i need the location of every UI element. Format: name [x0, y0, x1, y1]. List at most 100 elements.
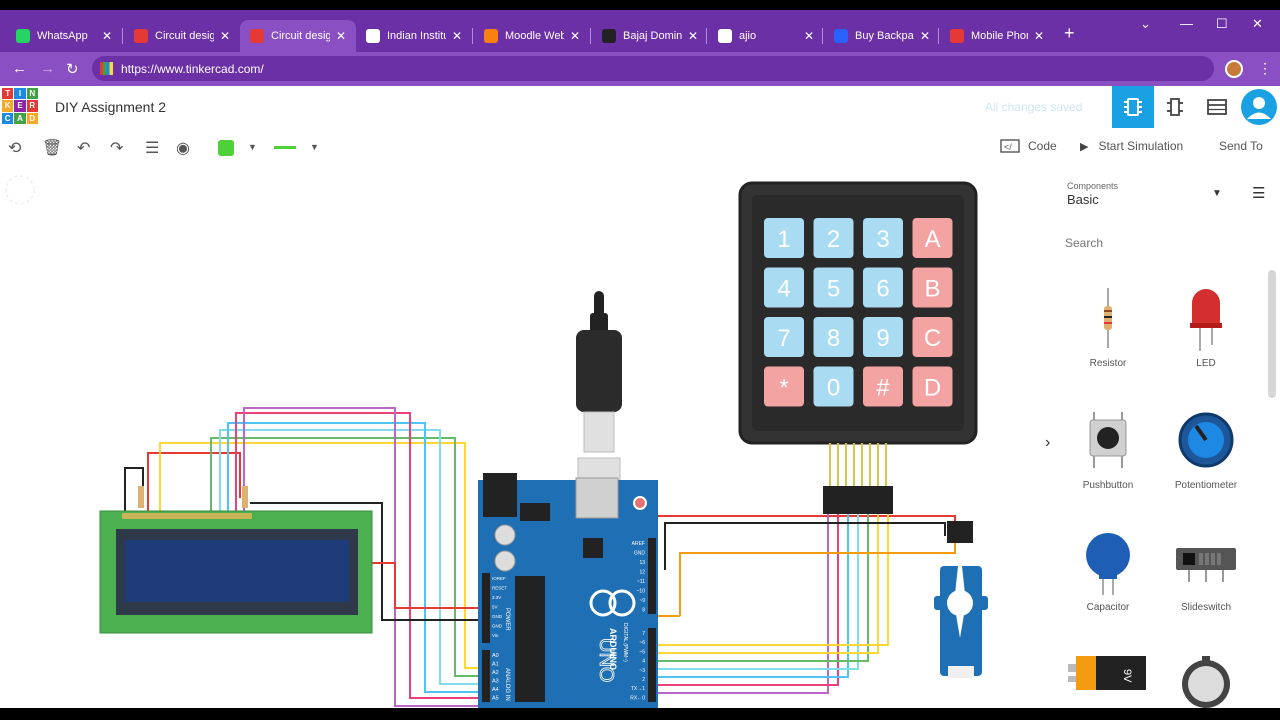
- close-tab-icon[interactable]: ✕: [919, 29, 930, 43]
- pin-label: ~5: [639, 649, 645, 655]
- keypad-key[interactable]: [764, 218, 804, 258]
- lcd-resistor-right: [242, 486, 248, 508]
- fit-view-icon[interactable]: [5, 175, 35, 205]
- close-window-icon[interactable]: ✕: [1252, 16, 1263, 31]
- component-potentiometer[interactable]: Potentiometer: [1158, 400, 1254, 491]
- circuit-view-button[interactable]: [1112, 86, 1154, 128]
- pin-label: ~6: [639, 640, 645, 646]
- close-tab-icon[interactable]: ✕: [1033, 29, 1044, 43]
- start-simulation-button[interactable]: ▶ Start Simulation: [1080, 139, 1183, 153]
- minimize-icon[interactable]: —: [1180, 16, 1193, 31]
- component-search-input[interactable]: [1065, 232, 1255, 254]
- reload-icon[interactable]: ↻: [66, 61, 79, 78]
- back-icon[interactable]: ←: [12, 60, 27, 77]
- keypad-key[interactable]: [764, 317, 804, 357]
- tab-title: WhatsApp: [37, 30, 88, 42]
- close-tab-icon[interactable]: ✕: [451, 29, 462, 43]
- tab-separator: [938, 28, 939, 44]
- panel-scrollbar[interactable]: [1268, 270, 1276, 398]
- pin-label: GND: [634, 551, 646, 557]
- close-tab-icon[interactable]: ✕: [335, 29, 346, 43]
- close-tab-icon[interactable]: ✕: [687, 29, 698, 43]
- tab-search-icon[interactable]: ⌄: [1140, 16, 1151, 31]
- tab-title: ajio: [739, 30, 757, 42]
- forward-icon[interactable]: →: [40, 60, 55, 77]
- component-category-select[interactable]: Basic: [1067, 192, 1099, 207]
- close-tab-icon[interactable]: ✕: [569, 29, 580, 43]
- close-tab-icon[interactable]: ✕: [803, 29, 814, 43]
- undo-icon[interactable]: ↶: [77, 140, 91, 157]
- browser-tab[interactable]: Indian Institut✕: [356, 20, 472, 52]
- component-slideswitch[interactable]: Slideswitch: [1158, 522, 1254, 613]
- logo-letter: I: [14, 88, 26, 100]
- keypad-key[interactable]: [863, 317, 903, 357]
- delete-icon[interactable]: 🗑: [42, 140, 63, 157]
- fill-color-swatch[interactable]: [218, 140, 234, 161]
- component-capacitor[interactable]: Capacitor: [1060, 522, 1156, 613]
- wire-color-swatch[interactable]: [274, 139, 296, 157]
- profile-avatar[interactable]: [1225, 60, 1243, 78]
- send-to-button[interactable]: Send To: [1219, 139, 1263, 153]
- maximize-icon[interactable]: ☐: [1216, 16, 1228, 31]
- list-view-icon[interactable]: ☰: [1252, 185, 1266, 202]
- keypad-key[interactable]: [764, 366, 804, 407]
- component-label: Pushbutton: [1082, 480, 1134, 491]
- keypad-key[interactable]: [912, 366, 953, 407]
- keypad-key[interactable]: [813, 267, 854, 308]
- url-field[interactable]: https://www.tinkercad.com/: [92, 56, 1214, 81]
- component-pushbutton[interactable]: Pushbutton: [1060, 400, 1156, 491]
- keypad-key[interactable]: [813, 317, 854, 357]
- new-tab-button[interactable]: +: [1064, 23, 1075, 43]
- keypad-key[interactable]: [863, 267, 903, 308]
- arduino-uno-board[interactable]: ARDUINO UNO POWER ANALOG IN DIGITAL (PWM…: [478, 473, 658, 708]
- tinkercad-icon: [134, 29, 148, 43]
- component-list-button[interactable]: [1196, 86, 1238, 128]
- notes-icon[interactable]: ☰: [145, 140, 160, 157]
- circuit-canvas[interactable]: ARDUINO UNO POWER ANALOG IN DIGITAL (PWM…: [0, 168, 1045, 708]
- keypad-key[interactable]: [813, 366, 854, 407]
- fill-dropdown-icon[interactable]: ▼: [248, 142, 257, 152]
- visibility-icon[interactable]: ◉: [176, 140, 190, 157]
- rotate-icon[interactable]: ⟲: [8, 140, 22, 157]
- code-button[interactable]: </ Code: [1000, 139, 1057, 153]
- keypad-key[interactable]: [912, 218, 953, 258]
- component-resistor[interactable]: Resistor: [1060, 278, 1156, 369]
- browser-tab[interactable]: Bajaj Dominar✕: [592, 20, 708, 52]
- pin-label: ~11: [637, 579, 645, 585]
- keypad-key[interactable]: [863, 218, 903, 258]
- browser-menu-icon[interactable]: ⋮: [1258, 60, 1272, 76]
- bajaj-icon: [602, 29, 616, 43]
- close-tab-icon[interactable]: ✕: [101, 29, 112, 43]
- keypad-key[interactable]: [912, 267, 953, 308]
- collapse-panel-icon[interactable]: ›: [1045, 434, 1051, 451]
- close-tab-icon[interactable]: ✕: [219, 29, 230, 43]
- battery-icon: 9V: [1068, 656, 1146, 690]
- component-battery-9v[interactable]: 9V: [1060, 652, 1156, 708]
- browser-tab[interactable]: Circuit design✕: [124, 20, 240, 52]
- browser-tab[interactable]: ajio ✕: [708, 20, 824, 52]
- redo-icon[interactable]: ↷: [110, 140, 124, 157]
- wire-dropdown-icon[interactable]: ▼: [310, 142, 319, 152]
- user-avatar-button[interactable]: [1238, 86, 1280, 128]
- keypad-key[interactable]: [813, 218, 854, 258]
- lcd-display[interactable]: [99, 486, 373, 634]
- component-coin-battery[interactable]: [1158, 652, 1254, 708]
- schematic-view-button[interactable]: [1154, 86, 1196, 128]
- pin-label: 8: [642, 608, 645, 614]
- browser-tab[interactable]: Buy Backpack✕: [824, 20, 940, 52]
- browser-tab[interactable]: Moodle Websi✕: [474, 20, 590, 52]
- browser-tab[interactable]: Mobile Phone✕: [940, 20, 1054, 52]
- schematic-icon: [1167, 98, 1183, 116]
- browser-tab[interactable]: Circuit design✕: [240, 20, 356, 52]
- servo-motor[interactable]: [934, 521, 988, 678]
- keypad-key[interactable]: [912, 317, 953, 357]
- design-title[interactable]: DIY Assignment 2: [55, 99, 167, 115]
- keypad-key[interactable]: [863, 366, 903, 407]
- keypad-key[interactable]: [764, 267, 804, 308]
- analog-header-label: ANALOG IN: [504, 668, 510, 701]
- component-led[interactable]: LED: [1158, 278, 1254, 369]
- browser-tab[interactable]: WhatsApp ✕: [6, 20, 122, 52]
- chevron-down-icon[interactable]: ▼: [1212, 188, 1222, 199]
